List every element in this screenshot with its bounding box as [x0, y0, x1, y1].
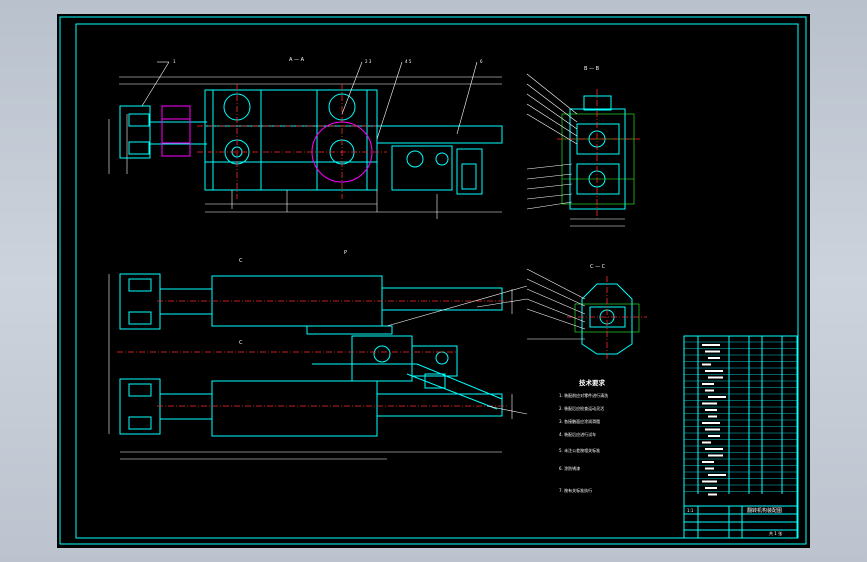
parts-list-entry-mark	[705, 370, 723, 372]
cylinder-assembly-view	[108, 273, 528, 460]
notes-title: 技术要求	[579, 378, 606, 387]
parts-list-entry-mark	[708, 454, 723, 457]
parts-list-entry-mark	[708, 415, 717, 418]
parts-list-entry-mark	[705, 350, 720, 353]
note-item-7: 7. 按有关标准执行	[559, 487, 592, 493]
parts-list-entry-mark	[708, 474, 726, 476]
section-mark-c-bottom: C	[239, 340, 243, 346]
parts-list-entry-mark	[705, 428, 720, 431]
svg-text:6: 6	[480, 59, 483, 64]
inner-border	[75, 23, 799, 539]
title-block: 翻转机构装配图 1:1 共 1 张	[683, 505, 798, 539]
parts-list-entry-mark	[708, 435, 720, 437]
technical-notes: 技术要求 1. 装配前应对零件进行清洗 2. 装配后应检查运动灵活 3. 各接触…	[559, 378, 608, 493]
svg-text:1: 1	[173, 59, 176, 64]
parts-list-entry-mark	[705, 487, 717, 489]
parts-list-entry-mark	[702, 441, 711, 444]
note-item-6: 6. 涂防锈漆	[559, 465, 580, 471]
scale-value: 1:1	[687, 508, 694, 513]
section-bb-label: B — B	[584, 66, 600, 72]
parts-list-entry-mark	[702, 363, 711, 366]
parts-list-rows	[684, 341, 797, 496]
section-aa-label: A — A	[289, 57, 305, 63]
parts-list-entry-mark	[708, 357, 720, 359]
outer-border	[59, 16, 807, 545]
section-mark-p: P	[344, 250, 347, 256]
top-assembly-view: 1 2 3 4 5 6	[108, 59, 503, 219]
parts-list-entry-mark	[705, 467, 714, 470]
parts-list-entry-mark	[702, 344, 720, 346]
parts-list-entry-mark	[708, 376, 723, 379]
section-mark-c-top: C	[239, 258, 243, 264]
note-item-1: 1. 装配前应对零件进行清洗	[559, 392, 608, 398]
parts-list-entry-mark	[705, 409, 717, 411]
parts-list-entry-mark	[708, 396, 726, 398]
parts-list-entry-mark	[705, 389, 714, 392]
note-item-5: 5. 未注公差按相关标准	[559, 447, 600, 453]
svg-text:4 5: 4 5	[405, 59, 412, 64]
parts-list-entry-mark	[702, 383, 714, 385]
note-item-3: 3. 各接触面应涂润滑脂	[559, 418, 600, 424]
parts-list-entry-mark	[702, 422, 720, 424]
section-cc-label: C — C	[590, 264, 606, 270]
note-item-4: 4. 装配后应进行试车	[559, 431, 596, 437]
svg-text:2 3: 2 3	[365, 59, 372, 64]
drawing-sheet: 1 2 3 4 5 6 A — A B — B	[57, 14, 810, 548]
parts-list-entry-mark	[702, 402, 717, 405]
section-bb-view	[526, 73, 642, 227]
note-item-2: 2. 装配后应检查运动灵活	[559, 405, 604, 411]
section-cc-view	[526, 268, 647, 359]
parts-list-entry-mark	[708, 493, 717, 496]
drawing-name: 翻转机构装配图	[747, 507, 782, 514]
parts-list-entry-mark	[702, 461, 714, 463]
parts-list-entry-mark	[705, 448, 723, 450]
sheet-info: 共 1 张	[769, 530, 782, 536]
parts-list-entry-mark	[702, 480, 717, 483]
cad-drawing: 1 2 3 4 5 6 A — A B — B	[59, 16, 807, 545]
